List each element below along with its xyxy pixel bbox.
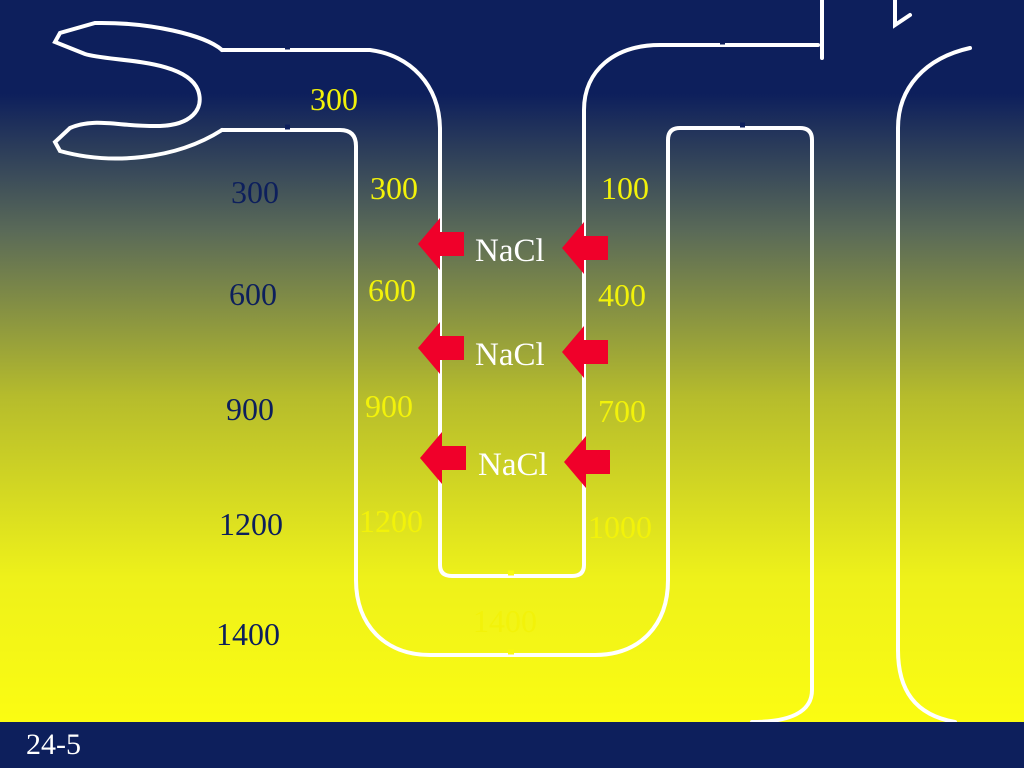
- interstitial-value: 900: [226, 391, 274, 427]
- nacl-label: NaCl: [475, 233, 545, 269]
- ascending-limb-value: 1000: [588, 509, 652, 545]
- ascending-limb-value: 400: [598, 277, 646, 313]
- descending-limb-inner: [220, 126, 814, 724]
- descending-limb-value: 300: [370, 170, 418, 206]
- interstitial-value: 300: [231, 174, 279, 210]
- descending-limb-value: 300: [310, 81, 358, 117]
- interstitial-value: 1400: [216, 616, 280, 652]
- collecting-duct-inner: [893, 0, 912, 29]
- descending-limb-value: 1200: [359, 503, 423, 539]
- slide-number: 24-5: [26, 728, 81, 761]
- interstitial-value: 1200: [219, 506, 283, 542]
- descending-limb-outer: [220, 43, 820, 578]
- ascending-limb-value: 700: [598, 393, 646, 429]
- interstitial-value: 600: [229, 276, 277, 312]
- arrow-left-icon: [418, 322, 464, 374]
- arrow-left-icon: [562, 222, 608, 274]
- outline-breaks-bottom: [508, 570, 514, 655]
- arrow-left-icon: [562, 326, 608, 378]
- outline-breaks: [285, 39, 745, 130]
- nacl-arrows: [418, 218, 610, 488]
- bowmans-capsule: [52, 20, 224, 161]
- footer-bar: [0, 722, 1024, 768]
- arrow-left-icon: [418, 218, 464, 270]
- loop-bottom-value: 1400: [473, 603, 537, 639]
- arrow-left-icon: [420, 432, 466, 484]
- descending-limb-value: 600: [368, 272, 416, 308]
- nacl-label: NaCl: [478, 447, 548, 483]
- tubule-outlines: [52, 0, 972, 724]
- ascending-limb-value: 100: [601, 170, 649, 206]
- collecting-duct-left: [896, 46, 972, 724]
- nacl-label: NaCl: [475, 337, 545, 373]
- arrow-left-icon: [564, 436, 610, 488]
- descending-limb-value: 900: [365, 388, 413, 424]
- background-gradient: [0, 0, 1024, 722]
